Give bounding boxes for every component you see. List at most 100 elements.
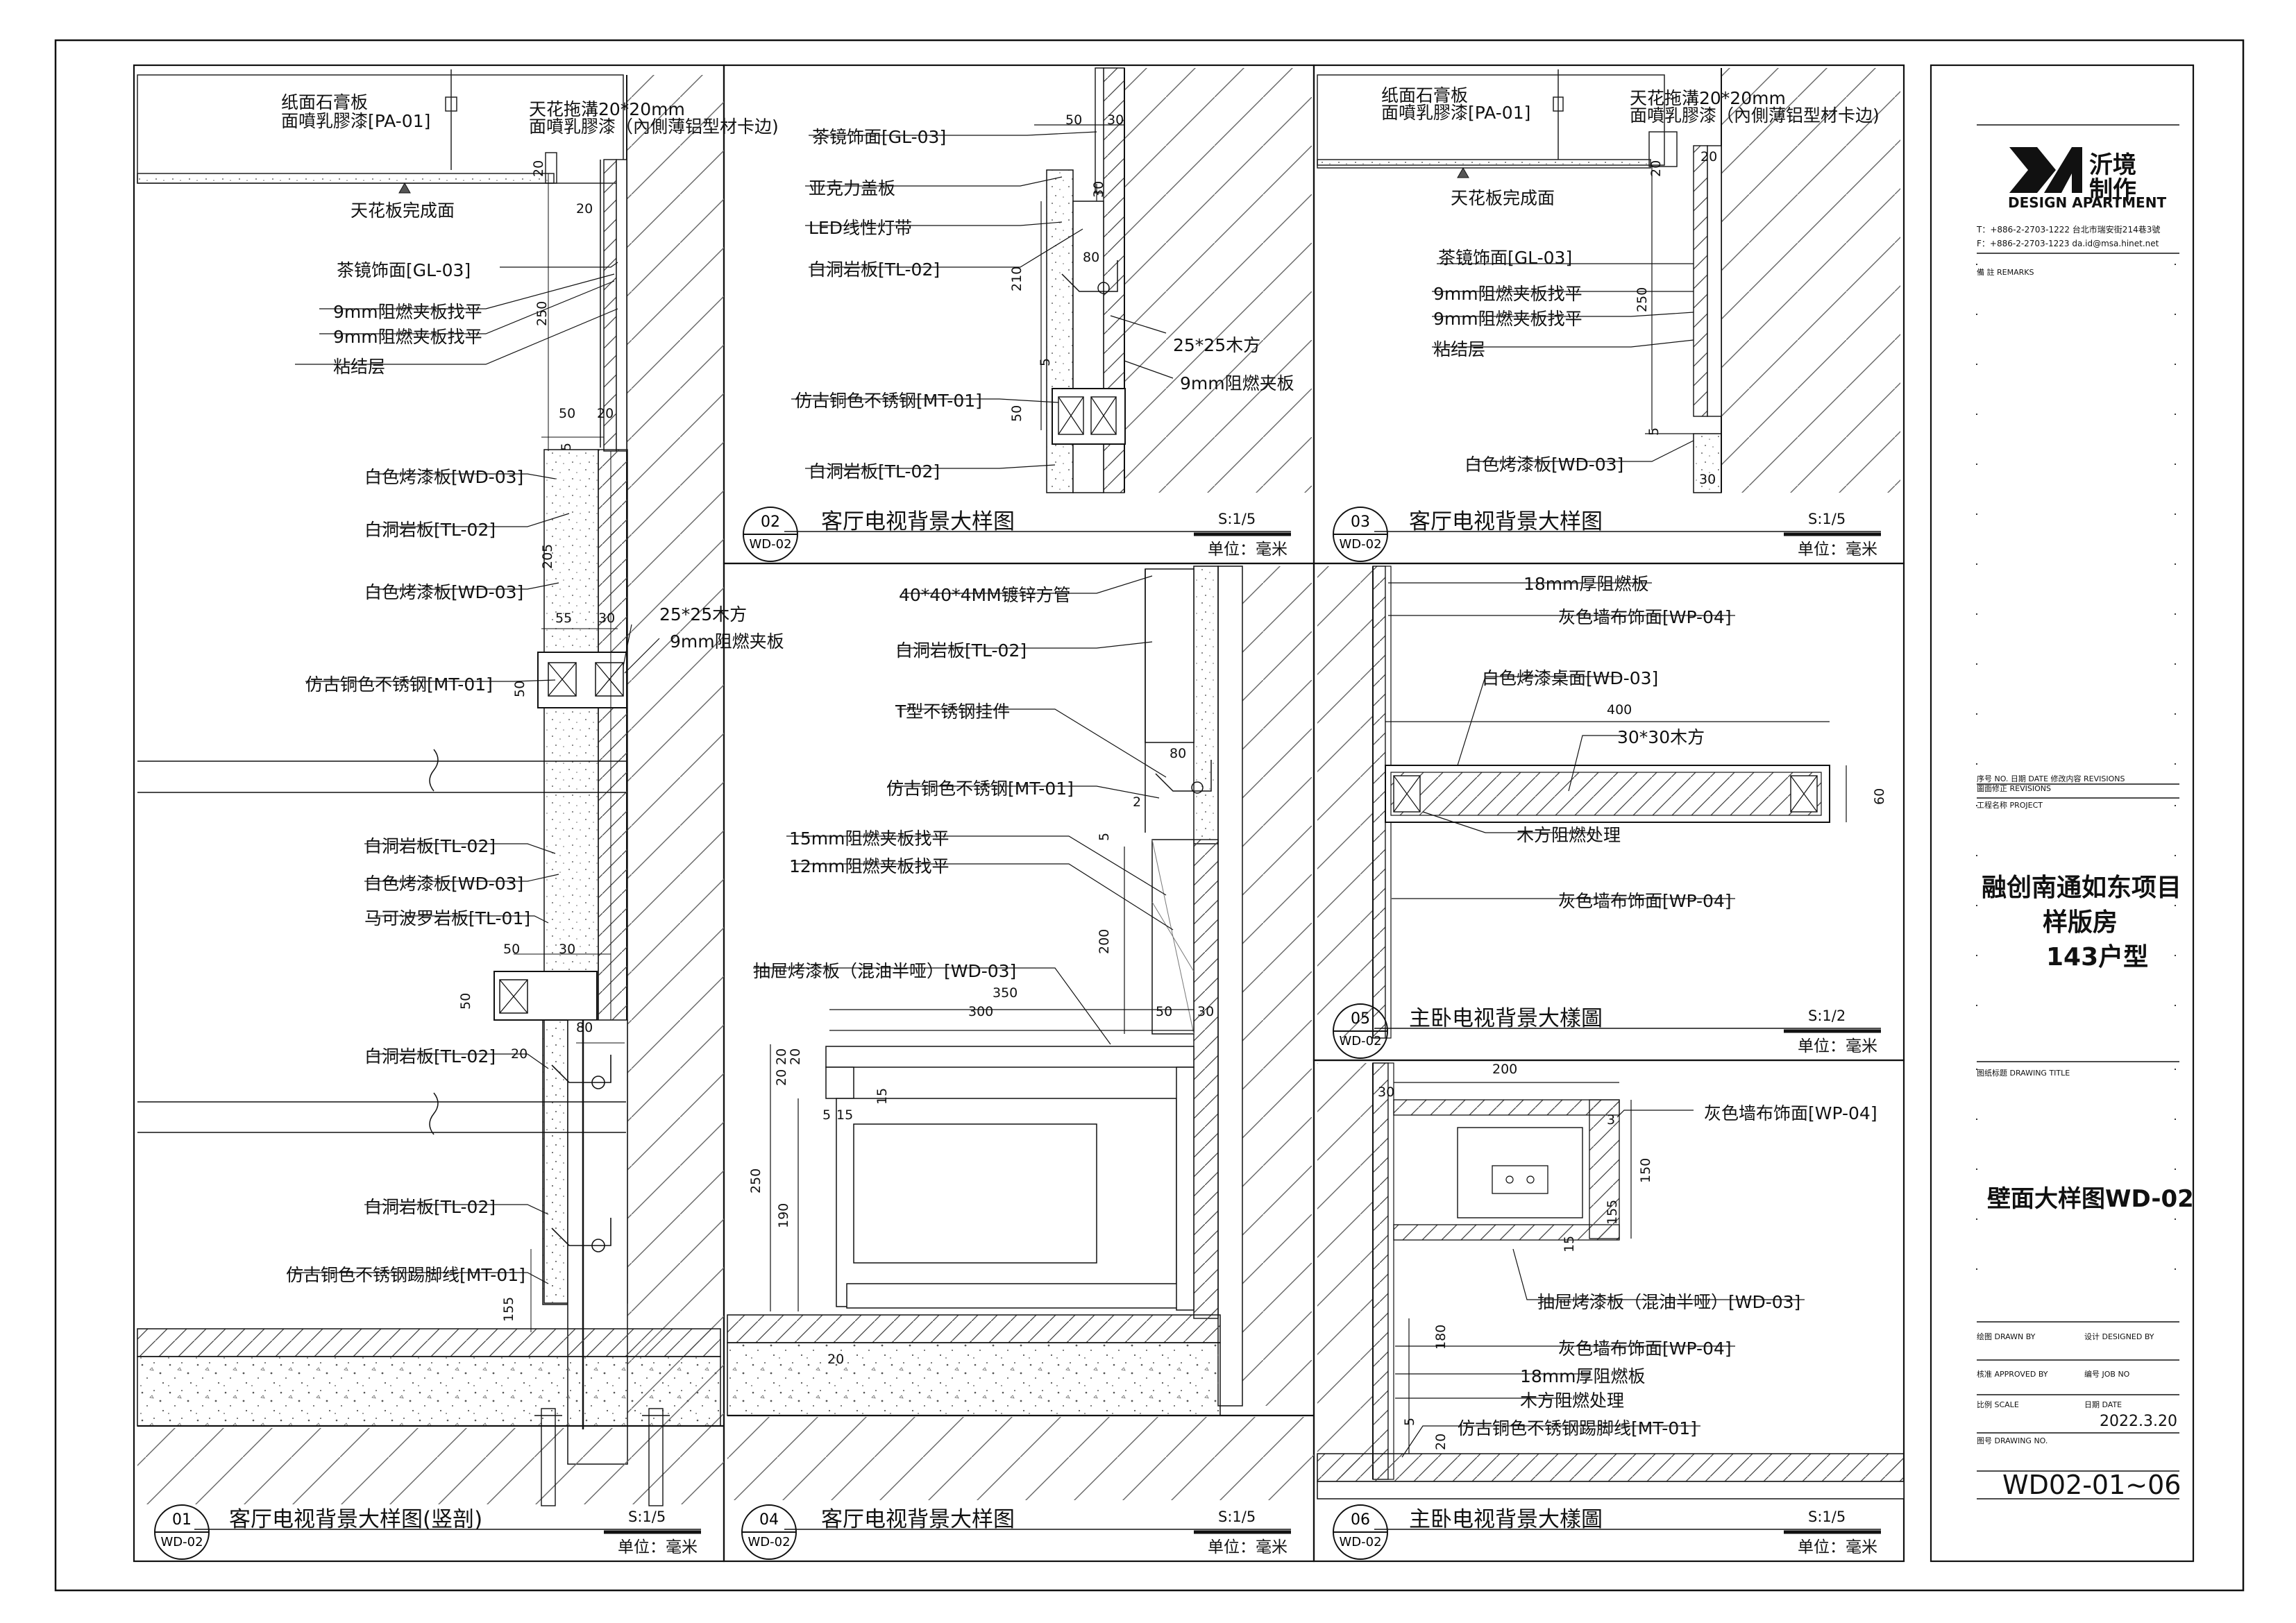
p01-label-12: 白色烤漆板[WD-03] — [364, 582, 524, 602]
p01-label-4: 面噴乳膠漆（內側薄铝型材卡边) — [529, 117, 779, 137]
p06-bubble-divider — [1334, 1531, 1387, 1533]
p02-dim-1: 50 — [1065, 112, 1083, 128]
p05-label-6: 灰色墙布饰面[WP-04] — [1558, 891, 1732, 911]
p03-dim-4: 5 — [1646, 427, 1662, 436]
p03-label-5: 天花板完成面 — [1451, 188, 1555, 208]
p06-dim-5: 155 — [1605, 1199, 1620, 1225]
p02-dim-3: 30 — [1091, 180, 1106, 198]
p01-dim-8: 55 — [555, 611, 573, 626]
p04-dim-7: 50 — [1156, 1004, 1173, 1019]
p03-label-3: 天花拖溝20*20mm — [1630, 88, 1786, 108]
p05-label-2: 灰色墙布饰面[WP-04] — [1558, 607, 1732, 627]
p01-title: 客厅电视背景大样图(竖剖) — [229, 1507, 483, 1532]
p03-label-8: 9mm阻燃夹板找平 — [1433, 309, 1582, 329]
p06-label-1: 灰色墙布饰面[WP-04] — [1704, 1103, 1877, 1123]
p05-detail-bubble: 05 WD-02 — [1333, 1003, 1388, 1059]
p04-label-5: 15mm阻燃夹板找平 — [789, 829, 949, 849]
p03-scale: S:1/5 — [1808, 511, 1846, 527]
p02-unit: 单位：毫米 — [1208, 541, 1288, 559]
p01-dim-4: 50 — [559, 406, 576, 421]
p04-dim-3: 5 — [1097, 832, 1112, 841]
panel-02-drawing — [791, 67, 1312, 493]
drawing-title: 壁面大样图WD-02 — [1987, 1185, 2194, 1213]
p01-label-19: 白洞岩板[TL-02] — [364, 1046, 496, 1067]
p06-label-2: 抽屉烤漆板（混油半哑）[WD-03] — [1537, 1292, 1801, 1312]
p04-dim-2: 2 — [1133, 794, 1142, 810]
p01-dim-11: 50 — [503, 942, 521, 957]
p03-label-4: 面噴乳膠漆（內側薄铝型材卡边) — [1630, 105, 1880, 126]
p05-detail-ref: WD-02 — [1339, 1034, 1382, 1048]
p05-bubble-divider — [1334, 1030, 1387, 1032]
p01-dim-6: 5 — [559, 442, 574, 451]
p01-dim-1: 20 — [531, 160, 546, 177]
p01-label-3: 天花拖溝20*20mm — [529, 99, 685, 119]
p04-unit: 单位：毫米 — [1208, 1538, 1288, 1556]
p01-label-10: 白色烤漆板[WD-03] — [364, 467, 524, 487]
p04-dim-6: 300 — [968, 1004, 994, 1019]
p02-label-6: 9mm阻燃夹板 — [1180, 373, 1294, 393]
p02-dim-4: 80 — [1083, 250, 1100, 265]
p01-label-11: 白洞岩板[TL-02] — [364, 520, 496, 540]
p04-label-6: 12mm阻燃夹板找平 — [789, 856, 949, 876]
p04-dim-13: 5 — [822, 1107, 832, 1123]
drawing-date: 2022.3.20 — [2100, 1413, 2177, 1430]
p06-dim-8: 20 — [1433, 1433, 1449, 1450]
p04-detail-ref: WD-02 — [748, 1535, 791, 1549]
p04-dim-1: 80 — [1170, 746, 1187, 761]
p02-label-4: 白洞岩板[TL-02] — [809, 260, 940, 280]
p06-dim-6: 15 — [1562, 1235, 1577, 1252]
p04-dim-5: 350 — [993, 985, 1018, 1001]
p01-dim-3: 250 — [534, 300, 550, 326]
p01-label-6: 茶镜饰面[GL-03] — [337, 260, 471, 280]
p01-dim-14: 80 — [576, 1020, 593, 1035]
p01-dim-5: 20 — [597, 406, 614, 421]
p04-dim-8: 30 — [1197, 1004, 1215, 1019]
p05-dim-2: 60 — [1872, 788, 1887, 805]
panel-01-drawing — [137, 69, 724, 1506]
p01-label-2: 面噴乳膠漆[PA-01] — [281, 111, 431, 131]
p06-dim-7: 180 — [1433, 1324, 1449, 1350]
panel-05-drawing — [1317, 566, 1847, 1039]
p06-detail-number: 06 — [1351, 1511, 1370, 1529]
panel-06-drawing — [1317, 1062, 1905, 1499]
p03-label-7: 9mm阻燃夹板找平 — [1433, 284, 1582, 304]
p05-dim-1: 400 — [1607, 702, 1632, 717]
p06-scale: S:1/5 — [1808, 1509, 1846, 1525]
p01-label-5: 天花板完成面 — [351, 201, 455, 221]
p03-label-10: 白色烤漆板[WD-03] — [1464, 454, 1624, 475]
p04-label-7: 抽屉烤漆板（混油半哑）[WD-03] — [753, 961, 1017, 981]
project-name-line-1: 融创南通如东项目 — [1982, 874, 2182, 902]
p06-dim-9: 5 — [1402, 1417, 1417, 1426]
p01-dim-9: 30 — [598, 611, 616, 626]
p01-detail-bubble: 01 WD-02 — [154, 1504, 210, 1560]
p04-dim-12: 15 — [875, 1087, 890, 1105]
drawing-number: WD02-01~06 — [2002, 1470, 2181, 1500]
p02-detail-bubble: 02 WD-02 — [743, 507, 798, 562]
p01-dim-10: 50 — [512, 680, 527, 697]
p04-dim-9: 20 — [774, 1048, 789, 1065]
p01-unit: 单位：毫米 — [618, 1538, 698, 1556]
p01-label-17: 白色烤漆板[WD-03] — [364, 874, 524, 894]
p06-dim-2: 30 — [1378, 1085, 1395, 1100]
p04-label-1: 40*40*4MM镀锌方管 — [899, 585, 1071, 605]
p02-dim-6: 5 — [1038, 357, 1053, 366]
p01-dim-12: 30 — [559, 942, 576, 957]
p03-unit: 单位：毫米 — [1798, 541, 1877, 559]
brand-tel: T：+886-2-2703-1222 台北市瑞安街214巷3號 — [1977, 225, 2161, 235]
p01-label-16: 白洞岩板[TL-02] — [364, 836, 496, 856]
p01-label-13: 25*25木方 — [659, 604, 748, 624]
p02-scale: S:1/5 — [1218, 511, 1256, 527]
p01-dim-13: 50 — [458, 992, 473, 1010]
p02-bubble-divider — [744, 534, 797, 535]
p02-detail-ref: WD-02 — [749, 537, 792, 552]
p04-dim-16: 190 — [776, 1203, 791, 1228]
p01-label-1: 纸面石膏板 — [281, 92, 369, 112]
p02-label-1: 茶镜饰面[GL-03] — [812, 127, 947, 147]
p03-label-2: 面噴乳膠漆[PA-01] — [1381, 103, 1531, 123]
project-label: 工程名称 PROJECT — [1977, 801, 2043, 810]
p02-dim-7: 50 — [1009, 405, 1024, 422]
p02-dim-2: 30 — [1107, 112, 1124, 128]
p03-label-1: 纸面石膏板 — [1381, 85, 1469, 105]
p06-detail-ref: WD-02 — [1339, 1535, 1382, 1549]
p06-label-5: 木方阻燃处理 — [1520, 1391, 1625, 1411]
